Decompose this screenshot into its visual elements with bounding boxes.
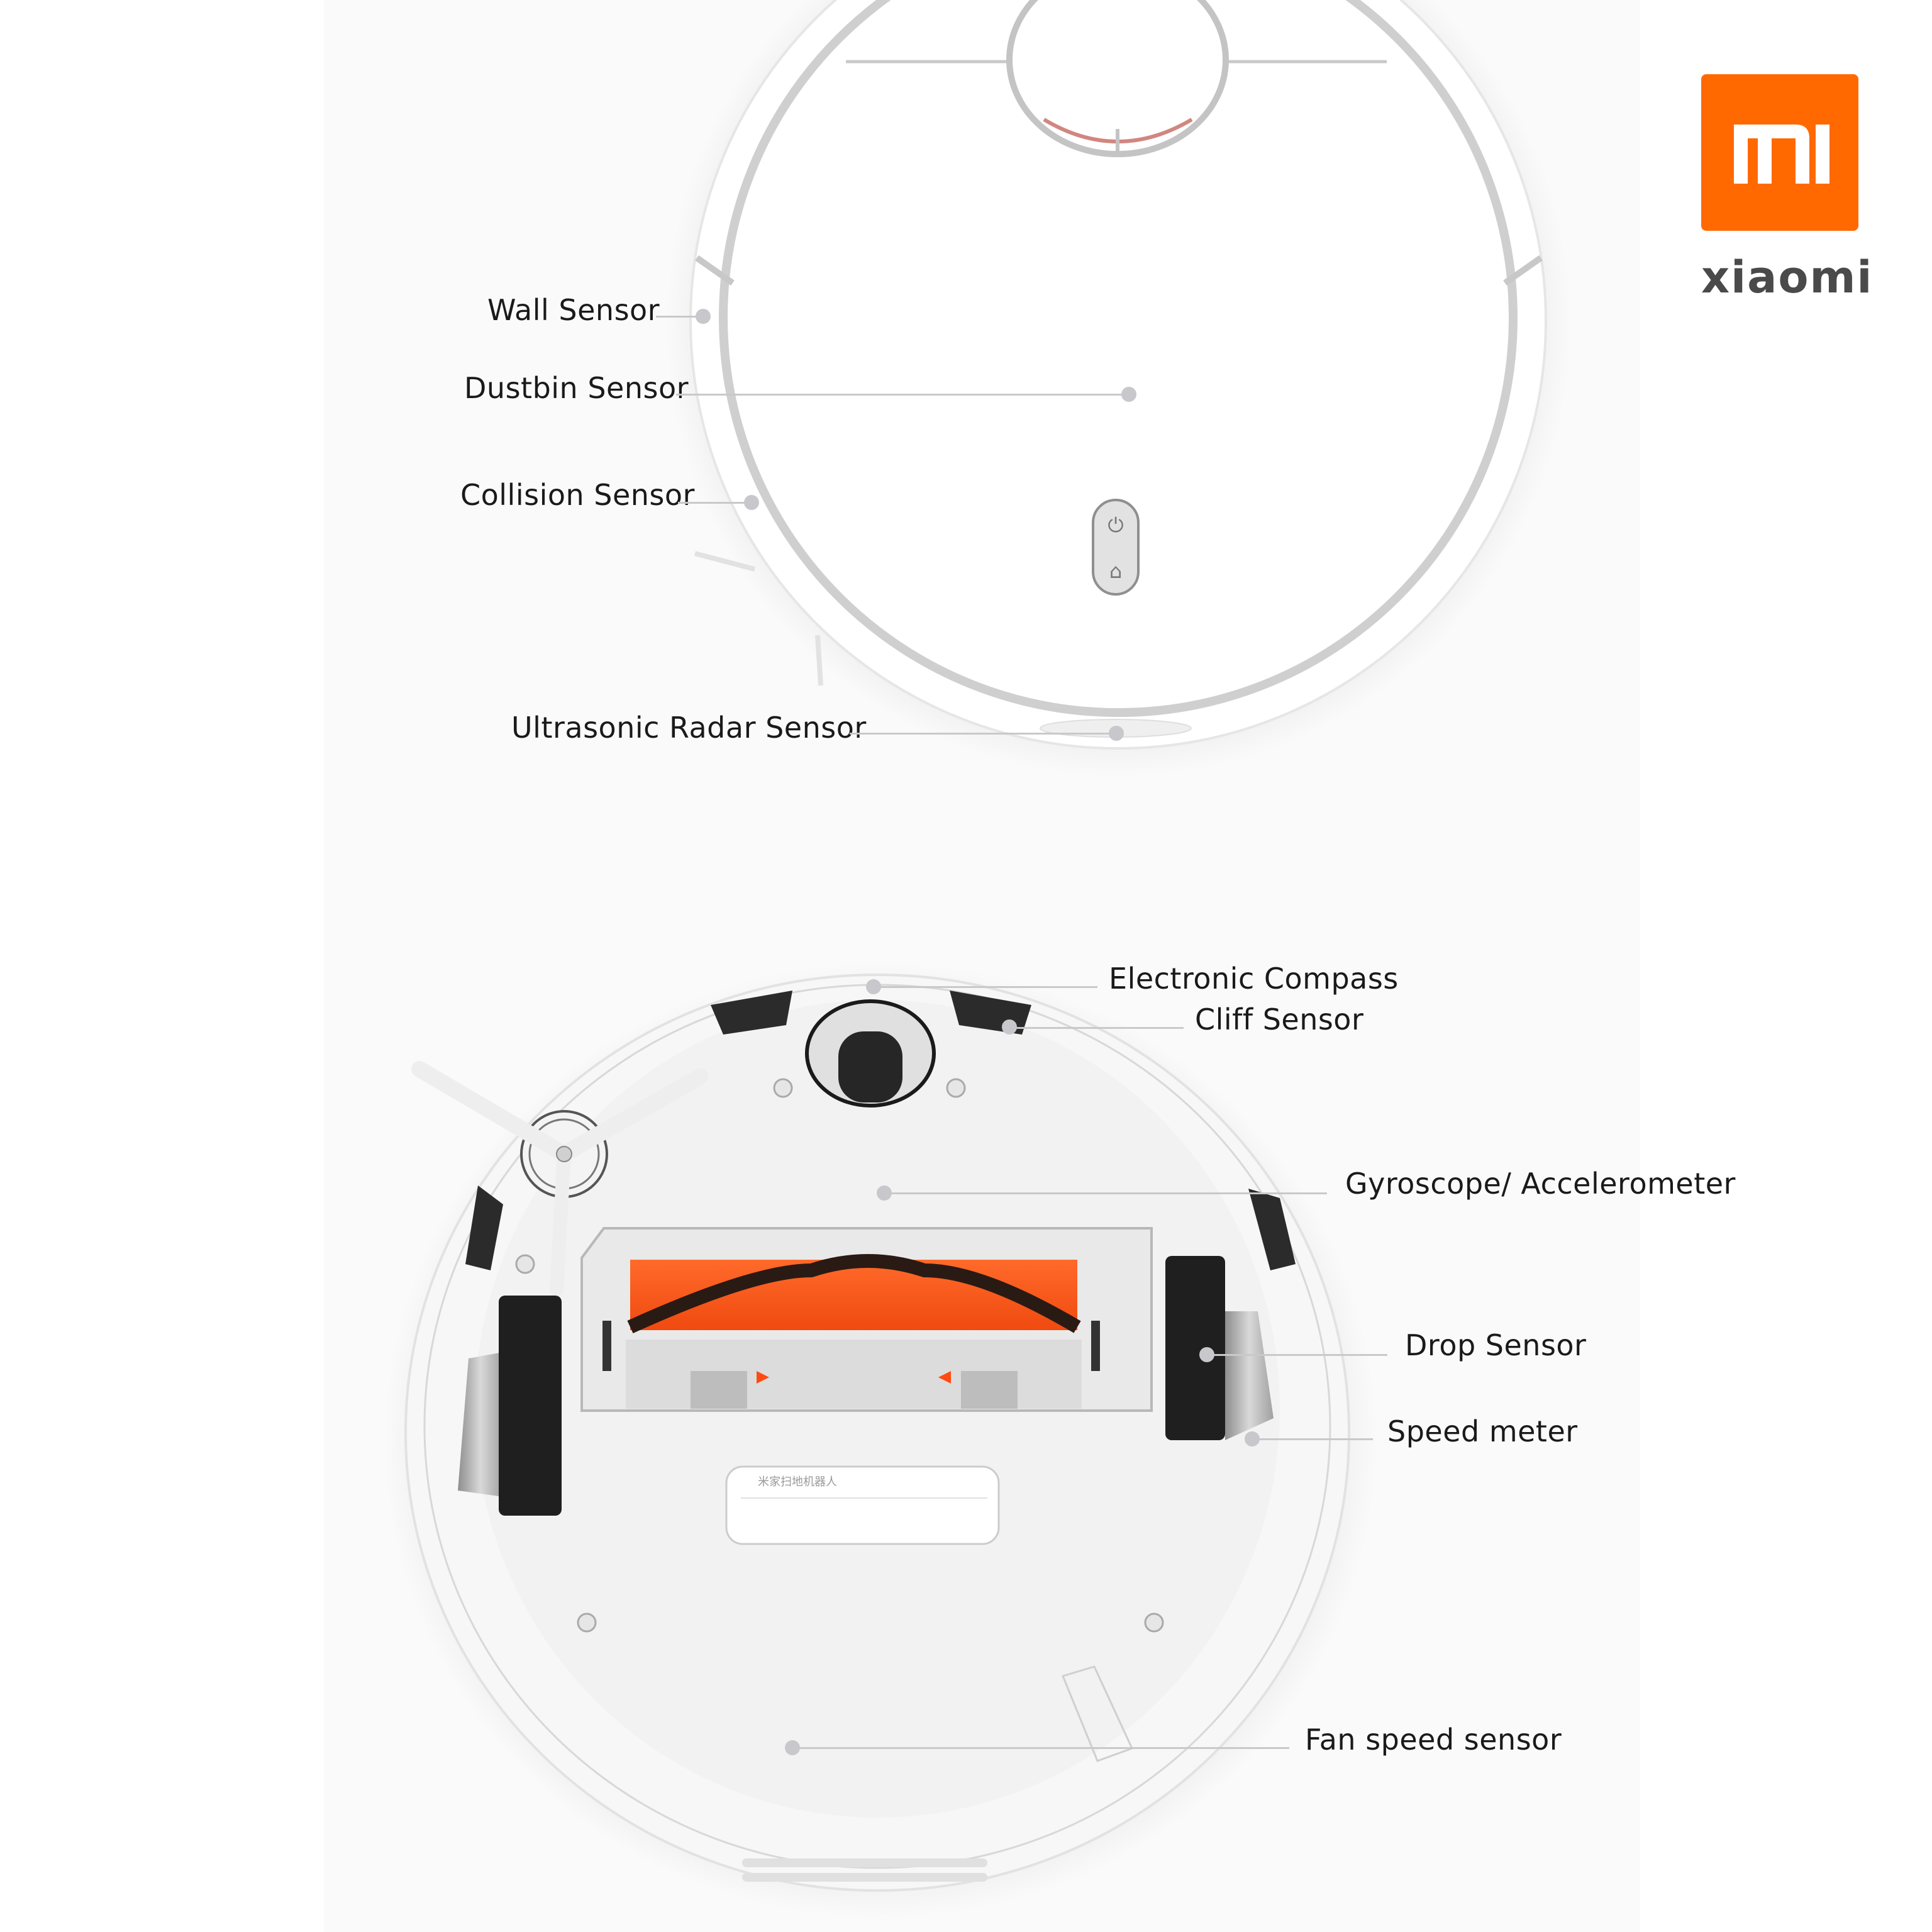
home-button[interactable]: ⌂ xyxy=(1103,558,1128,584)
marker-ultrasonic xyxy=(1109,726,1124,741)
callout-gyroscope-accelerometer: Gyroscope/ Accelerometer xyxy=(1345,1167,1736,1201)
home-icon: ⌂ xyxy=(1109,559,1123,583)
leader-speed xyxy=(1255,1438,1373,1440)
callout-speed-meter: Speed meter xyxy=(1387,1414,1578,1448)
leader-gyro xyxy=(887,1192,1327,1194)
marker-fan xyxy=(785,1740,800,1755)
main-brush xyxy=(580,1227,1153,1412)
marker-drop xyxy=(1199,1347,1214,1362)
xiaomi-logo xyxy=(1701,74,1858,231)
marker-speed xyxy=(1245,1431,1260,1446)
right-wheel xyxy=(1165,1256,1274,1440)
leader-drop xyxy=(1211,1354,1387,1356)
marker-gyro xyxy=(877,1185,892,1201)
callout-fan-speed-sensor: Fan speed sensor xyxy=(1305,1723,1562,1757)
leader-compass xyxy=(877,986,1097,988)
callout-cliff-sensor: Cliff Sensor xyxy=(1195,1002,1364,1036)
leader-wall xyxy=(656,316,700,318)
bottom-robot xyxy=(384,962,1377,1918)
marker-cliff xyxy=(1002,1019,1017,1035)
label-plate-title: 米家扫地机器人 xyxy=(758,1475,837,1489)
callout-wall-sensor: Wall Sensor xyxy=(487,293,660,327)
left-wheel xyxy=(458,1296,562,1516)
callout-drop-sensor: Drop Sensor xyxy=(1405,1328,1587,1362)
top-robot xyxy=(665,0,1571,777)
callout-collision-sensor: Collision Sensor xyxy=(460,478,695,512)
marker-dustbin xyxy=(1121,387,1136,402)
leader-dustbin xyxy=(676,394,1129,396)
leader-fan xyxy=(796,1747,1289,1749)
xiaomi-wordmark: xiaomi xyxy=(1701,252,1874,303)
marker-compass xyxy=(866,979,881,994)
callout-ultrasonic-radar-sensor: Ultrasonic Radar Sensor xyxy=(511,711,867,745)
power-button[interactable]: ⏻ xyxy=(1103,513,1128,538)
callout-dustbin-sensor: Dustbin Sensor xyxy=(464,371,689,405)
marker-wall xyxy=(696,309,711,324)
mi-mark-icon xyxy=(1734,125,1829,184)
marker-collision xyxy=(744,495,759,510)
leader-collision xyxy=(678,502,747,504)
callout-electronic-compass: Electronic Compass xyxy=(1109,962,1399,996)
side-brush xyxy=(411,1061,708,1296)
power-icon: ⏻ xyxy=(1108,513,1124,537)
leader-cliff xyxy=(1013,1027,1184,1029)
leader-ultrasonic xyxy=(850,733,1114,735)
